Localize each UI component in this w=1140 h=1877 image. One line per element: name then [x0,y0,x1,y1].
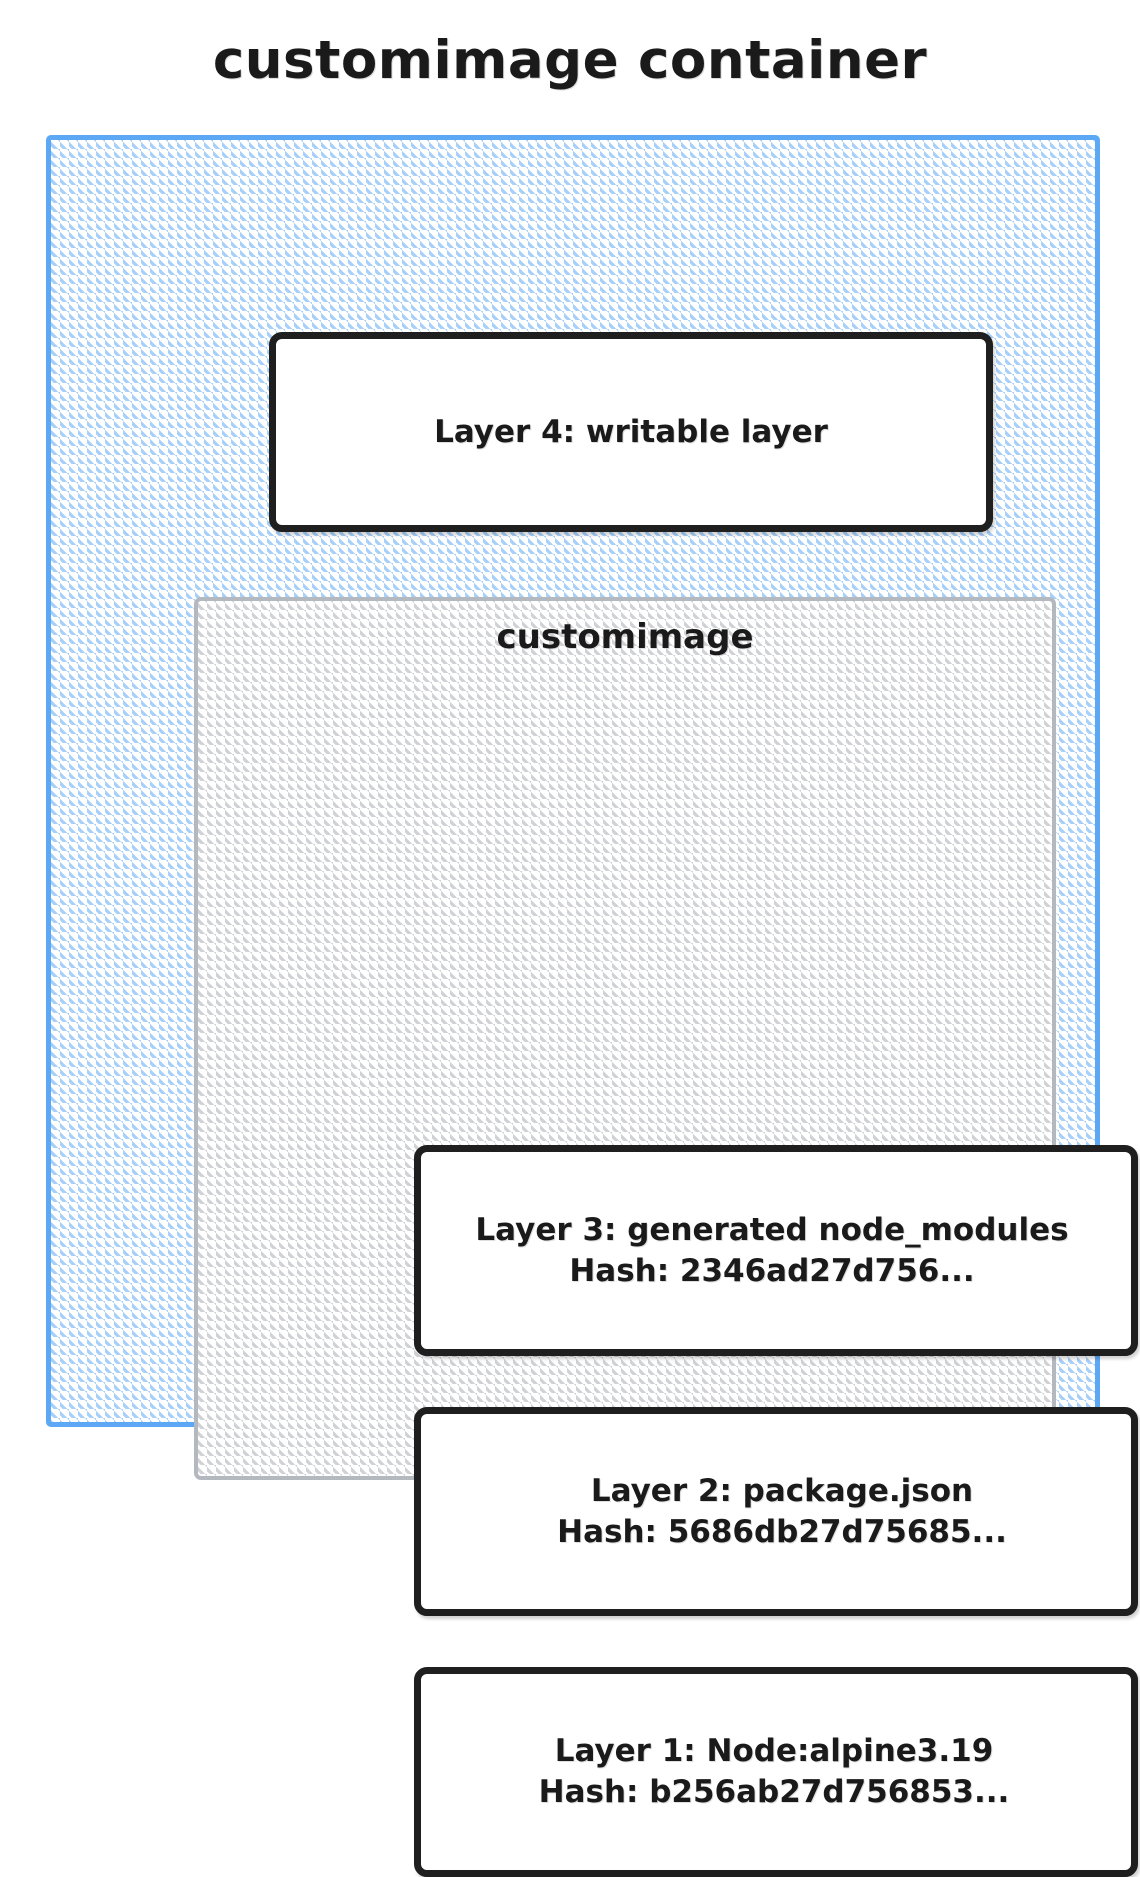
layer-box-line-1: Layer 2: package.json [590,1472,974,1509]
inner-container-customimage: customimage Layer 3: generated node_modu… [194,597,1138,1877]
layer-box-line-1: Layer 3: generated node_modules [475,1211,1069,1248]
layer-box-line-1: Layer 1: Node:alpine3.19 [554,1733,994,1770]
layer-box-line-1: Layer 4: writable layer [434,413,828,450]
layer-box-generated-node-modules: Layer 3: generated node_modules Hash: 23… [414,1145,1138,1356]
layer-box-line-2: Hash: 2346ad27d756... [569,1252,975,1289]
layer-box-line-2: Hash: 5686db27d75685... [557,1513,1007,1550]
outer-container-customimage-container: Layer 4: writable layer customimage Laye… [46,135,1138,1877]
layer-box-line-2: Hash: b256ab27d756853... [538,1774,1010,1810]
layer-box-package-json: Layer 2: package.json Hash: 5686db27d756… [414,1407,1138,1616]
layer-box-writable-layer: Layer 4: writable layer [269,332,993,532]
inner-container-label: customimage [496,617,754,657]
page-title: customimage container [212,30,928,91]
layer-box-node-alpine: Layer 1: Node:alpine3.19 Hash: b256ab27d… [414,1667,1138,1877]
